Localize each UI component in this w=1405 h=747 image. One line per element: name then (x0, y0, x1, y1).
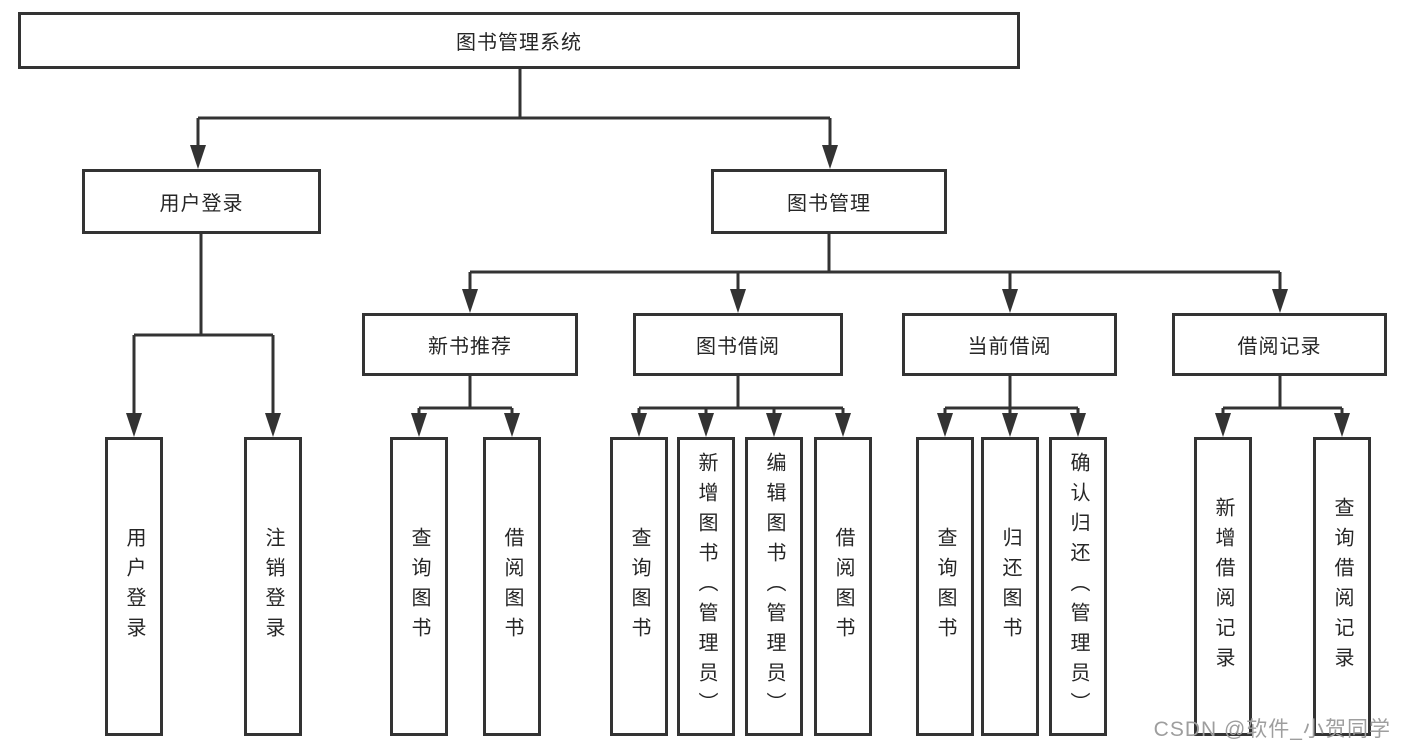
node-label: 归还图书 (999, 526, 1021, 647)
csdn-watermark: CSDN @软件_小贺同学 (1153, 718, 1391, 741)
node-label: 借阅记录 (1237, 336, 1322, 358)
leaf-logout: 注销登录 (244, 437, 302, 736)
node-label: 新书推荐 (428, 336, 512, 358)
node-label: 用户登录 (123, 526, 145, 647)
node-label: 借阅图书 (832, 526, 854, 647)
node-label: 新增图书（管理员） (695, 451, 717, 722)
leaf-query-books-current: 查询图书 (916, 437, 974, 736)
node-label: 新增借阅记录 (1212, 496, 1234, 677)
node-book-management-system: 图书管理系统 (18, 12, 1020, 69)
node-label: 图书管理 (787, 193, 871, 215)
leaf-query-books-new: 查询图书 (390, 437, 448, 736)
node-label: 确认归还（管理员） (1067, 451, 1089, 722)
node-label: 查询图书 (408, 526, 430, 647)
leaf-borrow-books-borrowing: 借阅图书 (814, 437, 872, 736)
leaf-add-borrow-record: 新增借阅记录 (1194, 437, 1252, 736)
leaf-borrow-books-new: 借阅图书 (483, 437, 541, 736)
node-label: 编辑图书（管理员） (763, 451, 785, 722)
leaf-confirm-return-admin: 确认归还（管理员） (1049, 437, 1107, 736)
node-new-book-recommend: 新书推荐 (362, 313, 578, 376)
node-label: 当前借阅 (967, 336, 1052, 358)
node-label: 图书管理系统 (456, 32, 582, 54)
leaf-user-login: 用户登录 (105, 437, 163, 736)
node-label: 注销登录 (262, 526, 284, 647)
leaf-query-books-borrowing: 查询图书 (610, 437, 668, 736)
node-label: 查询图书 (934, 526, 956, 647)
node-user-login: 用户登录 (82, 169, 321, 234)
node-label: 查询借阅记录 (1331, 496, 1353, 677)
node-label: 借阅图书 (501, 526, 523, 647)
node-label: 图书借阅 (696, 336, 780, 358)
node-book-borrowing: 图书借阅 (633, 313, 843, 376)
leaf-add-books-admin: 新增图书（管理员） (677, 437, 735, 736)
node-label: 查询图书 (628, 526, 650, 647)
leaf-query-borrow-record: 查询借阅记录 (1313, 437, 1371, 736)
node-label: 用户登录 (159, 193, 244, 215)
leaf-edit-books-admin: 编辑图书（管理员） (745, 437, 803, 736)
node-borrowing-records: 借阅记录 (1172, 313, 1387, 376)
leaf-return-books: 归还图书 (981, 437, 1039, 736)
node-book-management: 图书管理 (711, 169, 947, 234)
node-current-borrowing: 当前借阅 (902, 313, 1117, 376)
